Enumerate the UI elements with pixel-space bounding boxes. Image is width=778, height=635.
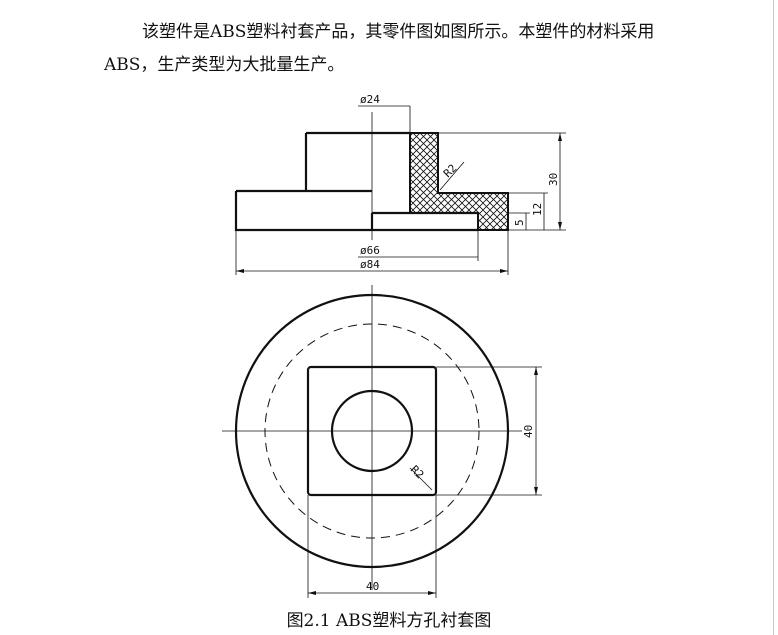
- dim-diameter-24: ø24: [360, 93, 380, 106]
- plan-view: 40 40 R2: [222, 285, 542, 598]
- dim-radius-r2-section: R2: [441, 162, 460, 181]
- dim-bottom-40: 40: [366, 580, 379, 593]
- section-outline-left: [234, 131, 478, 232]
- dim-side-40: 40: [522, 425, 535, 438]
- dim-height-12: 12: [531, 203, 544, 216]
- section-view: ø24 ø66 ø84 30 12 5 R2: [234, 93, 566, 275]
- paragraph-line-2: ABS，生产类型为大批量生产。: [104, 55, 345, 75]
- dim-diameter-66: ø66: [360, 244, 380, 257]
- intro-paragraph: 该塑件是ABS塑料衬套产品，其零件图如图所示。本塑件的材料采用 ABS，生产类型…: [104, 16, 724, 82]
- section-hatch: [409, 132, 509, 231]
- dim-height-5: 5: [513, 219, 526, 226]
- paragraph-line-1: 该塑件是ABS塑料衬套产品，其零件图如图所示。本塑件的材料采用: [142, 22, 655, 42]
- dim-diameter-84: ø84: [360, 258, 380, 271]
- page-edge-line: [773, 0, 774, 635]
- figure-caption: 图2.1 ABS塑料方孔衬套图: [286, 611, 492, 631]
- dim-height-30: 30: [547, 173, 560, 186]
- dim-radius-r2-plan: R2: [408, 463, 427, 482]
